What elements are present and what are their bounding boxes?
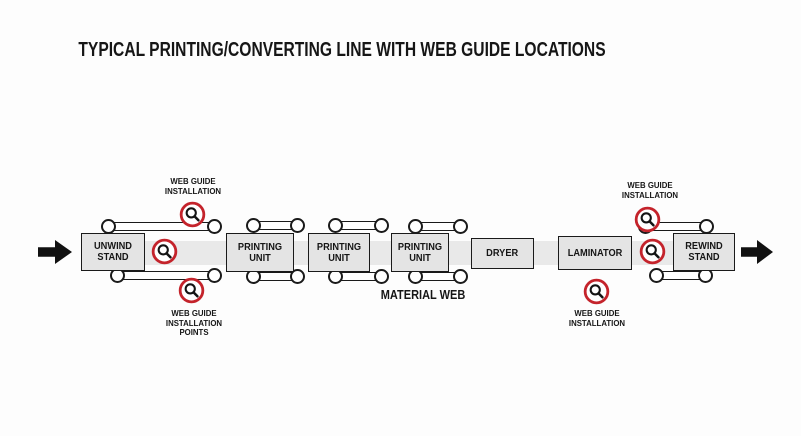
station-rewind-stand: REWIND STAND xyxy=(673,233,735,271)
station-label: LAMINATOR xyxy=(567,246,623,259)
magnifier-icon xyxy=(151,238,178,265)
roller-end-icon xyxy=(101,219,116,234)
station-label: DRYER xyxy=(486,247,519,259)
station-printing-unit-2: PRINTING UNIT xyxy=(308,233,370,272)
station-printing-unit-3: PRINTING UNIT xyxy=(391,233,449,272)
roller-printing2-bottom xyxy=(328,269,389,284)
magnifier-icon xyxy=(179,201,206,228)
roller-end-icon xyxy=(207,268,222,283)
diagram-title: TYPICAL PRINTING/CONVERTING LINE WITH WE… xyxy=(78,39,606,61)
label-web-guide-installation-points: WEB GUIDE INSTALLATION POINTS xyxy=(165,308,223,337)
roller-end-icon xyxy=(408,219,423,234)
station-label: PRINTING UNIT xyxy=(237,240,283,264)
roller-end-icon xyxy=(453,219,468,234)
roller-printing3-top xyxy=(408,219,468,234)
label-web-guide-installation-top-left: WEB GUIDE INSTALLATION xyxy=(164,176,222,196)
magnifier-icon xyxy=(639,238,666,265)
station-unwind-stand: UNWIND STAND xyxy=(81,233,145,271)
station-label: PRINTING UNIT xyxy=(397,240,443,264)
roller-printing1-bottom xyxy=(246,269,305,284)
roller-printing3-bottom xyxy=(408,269,468,284)
flow-out-arrow-icon xyxy=(741,240,773,264)
roller-end-icon xyxy=(246,218,261,233)
label-material-web: MATERIAL WEB xyxy=(380,288,466,302)
roller-end-icon xyxy=(290,218,305,233)
flow-in-arrow-icon xyxy=(38,240,72,264)
station-printing-unit-1: PRINTING UNIT xyxy=(226,233,294,272)
magnifier-icon xyxy=(583,278,610,305)
roller-end-icon xyxy=(649,268,664,283)
station-dryer: DRYER xyxy=(471,238,534,269)
roller-end-icon xyxy=(290,269,305,284)
magnifier-icon xyxy=(178,277,205,304)
station-label: UNWIND STAND xyxy=(93,240,132,263)
label-web-guide-installation-top-right: WEB GUIDE INSTALLATION xyxy=(621,180,679,200)
roller-unwind-bottom xyxy=(110,268,222,283)
roller-end-icon xyxy=(699,219,714,234)
magnifier-icon xyxy=(634,206,661,233)
station-laminator: LAMINATOR xyxy=(558,236,632,270)
roller-end-icon xyxy=(453,269,468,284)
roller-printing1-top xyxy=(246,218,305,233)
roller-printing2-top xyxy=(328,218,389,233)
roller-end-icon xyxy=(374,218,389,233)
station-label: REWIND STAND xyxy=(685,240,723,263)
roller-end-icon xyxy=(328,218,343,233)
label-web-guide-installation-laminator: WEB GUIDE INSTALLATION xyxy=(568,308,626,328)
roller-end-icon xyxy=(374,269,389,284)
roller-end-icon xyxy=(207,219,222,234)
roller-unwind-top xyxy=(101,219,222,234)
station-label: PRINTING UNIT xyxy=(316,240,362,264)
